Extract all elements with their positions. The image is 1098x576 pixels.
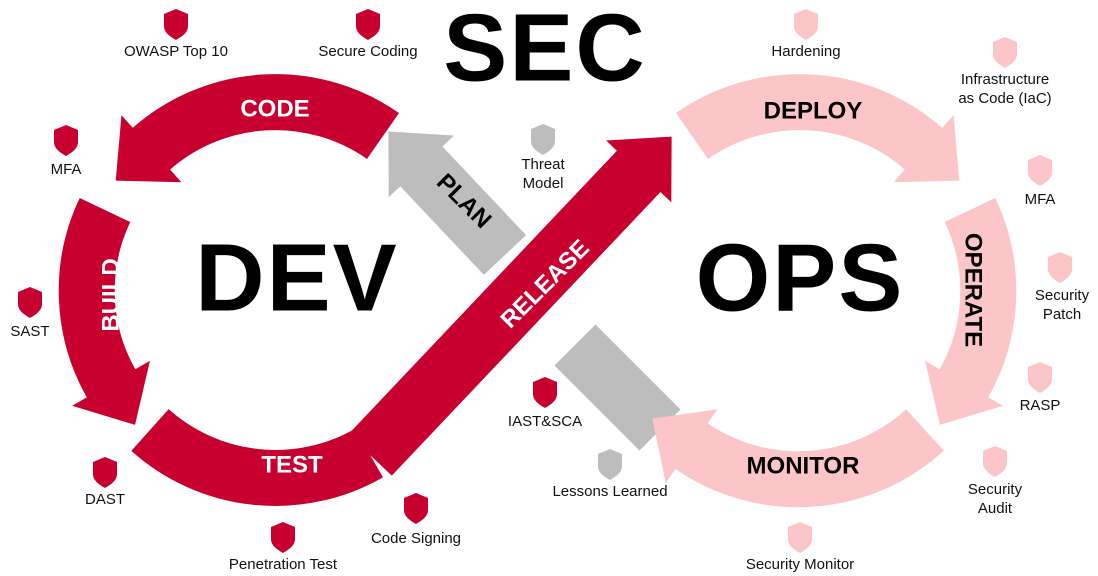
- dev-loop: [58, 74, 400, 506]
- shield-icon: [356, 9, 380, 40]
- shield-icon: [788, 522, 812, 553]
- monitor-arc: [652, 408, 944, 508]
- stage-operate: OPERATE: [960, 233, 987, 347]
- shield-icon: [531, 124, 555, 155]
- shield-icon: [404, 493, 428, 524]
- title-sec: SEC: [443, 0, 646, 101]
- plan-arrow-upper: [388, 131, 527, 275]
- practice-secure-coding: Secure Coding: [318, 9, 418, 60]
- shield-icon: [1048, 252, 1072, 283]
- practice-label: MFA: [1025, 191, 1056, 208]
- practice-label: IAST&SCA: [508, 413, 582, 430]
- practice-label: Model: [523, 175, 564, 192]
- practice-label: Security: [1035, 287, 1090, 304]
- plan-arrows: [388, 131, 681, 451]
- practice-lessons: Lessons Learned: [552, 449, 668, 500]
- practice-label: Secure Coding: [318, 43, 417, 60]
- practice-sast: SAST: [10, 287, 50, 340]
- shield-icon: [1028, 362, 1052, 393]
- practice-owasp: OWASP Top 10: [124, 9, 228, 60]
- practice-label: SAST: [10, 323, 49, 340]
- shield-icon: [983, 446, 1007, 477]
- practice-label: Hardening: [771, 43, 840, 60]
- practice-hardening: Hardening: [771, 9, 841, 60]
- practice-iac: Infrastructure as Code (IaC): [958, 37, 1052, 107]
- practice-dast: DAST: [85, 457, 125, 508]
- practice-rasp: RASP: [1020, 362, 1061, 414]
- test-arc: [131, 408, 383, 506]
- deploy-arc: [675, 74, 960, 183]
- practice-label: Lessons Learned: [552, 483, 667, 500]
- shield-icon: [271, 522, 295, 553]
- title-ops: OPS: [696, 224, 905, 331]
- ops-loop: [652, 74, 1017, 508]
- practice-label: MFA: [51, 161, 82, 178]
- practice-label: Patch: [1043, 306, 1081, 323]
- stage-test: TEST: [261, 451, 323, 478]
- shield-icon: [1028, 155, 1052, 186]
- stage-build: BUILD: [97, 258, 124, 331]
- shield-icon: [533, 377, 557, 408]
- shield-icon: [993, 37, 1017, 68]
- code-arc: [115, 74, 400, 183]
- practice-label: OWASP Top 10: [124, 43, 228, 60]
- practice-code-signing: Code Signing: [371, 493, 461, 547]
- practice-iast-sca: IAST&SCA: [508, 377, 582, 430]
- practice-label: Audit: [978, 500, 1013, 517]
- release-band: [348, 136, 672, 476]
- build-arc: [58, 197, 150, 425]
- practice-label: Code Signing: [371, 530, 461, 547]
- practice-label: Penetration Test: [229, 556, 338, 573]
- practice-label: RASP: [1020, 397, 1061, 414]
- shield-icon: [164, 9, 188, 40]
- plan-arrow-lower: [554, 324, 681, 451]
- stage-code: CODE: [240, 95, 309, 122]
- practice-label: as Code (IaC): [958, 90, 1051, 107]
- practice-security-monitor: Security Monitor: [746, 522, 854, 573]
- title-dev: DEV: [195, 224, 398, 331]
- practice-label: Infrastructure: [961, 71, 1049, 88]
- shield-icon: [794, 9, 818, 40]
- practice-label: Security: [968, 481, 1023, 498]
- practice-pentest: Penetration Test: [229, 522, 338, 573]
- stage-deploy: DEPLOY: [764, 97, 863, 124]
- shield-icon: [18, 287, 42, 318]
- practice-mfa-dev: MFA: [51, 125, 82, 178]
- shield-icon: [598, 449, 622, 480]
- practice-label: DAST: [85, 491, 125, 508]
- operate-arc: [925, 197, 1017, 425]
- practice-label: Threat: [521, 156, 565, 173]
- shield-icon: [54, 125, 78, 156]
- stage-monitor: MONITOR: [747, 452, 860, 479]
- practice-label: Security Monitor: [746, 556, 854, 573]
- practice-mfa-ops: MFA: [1025, 155, 1056, 208]
- shield-icon: [93, 457, 117, 488]
